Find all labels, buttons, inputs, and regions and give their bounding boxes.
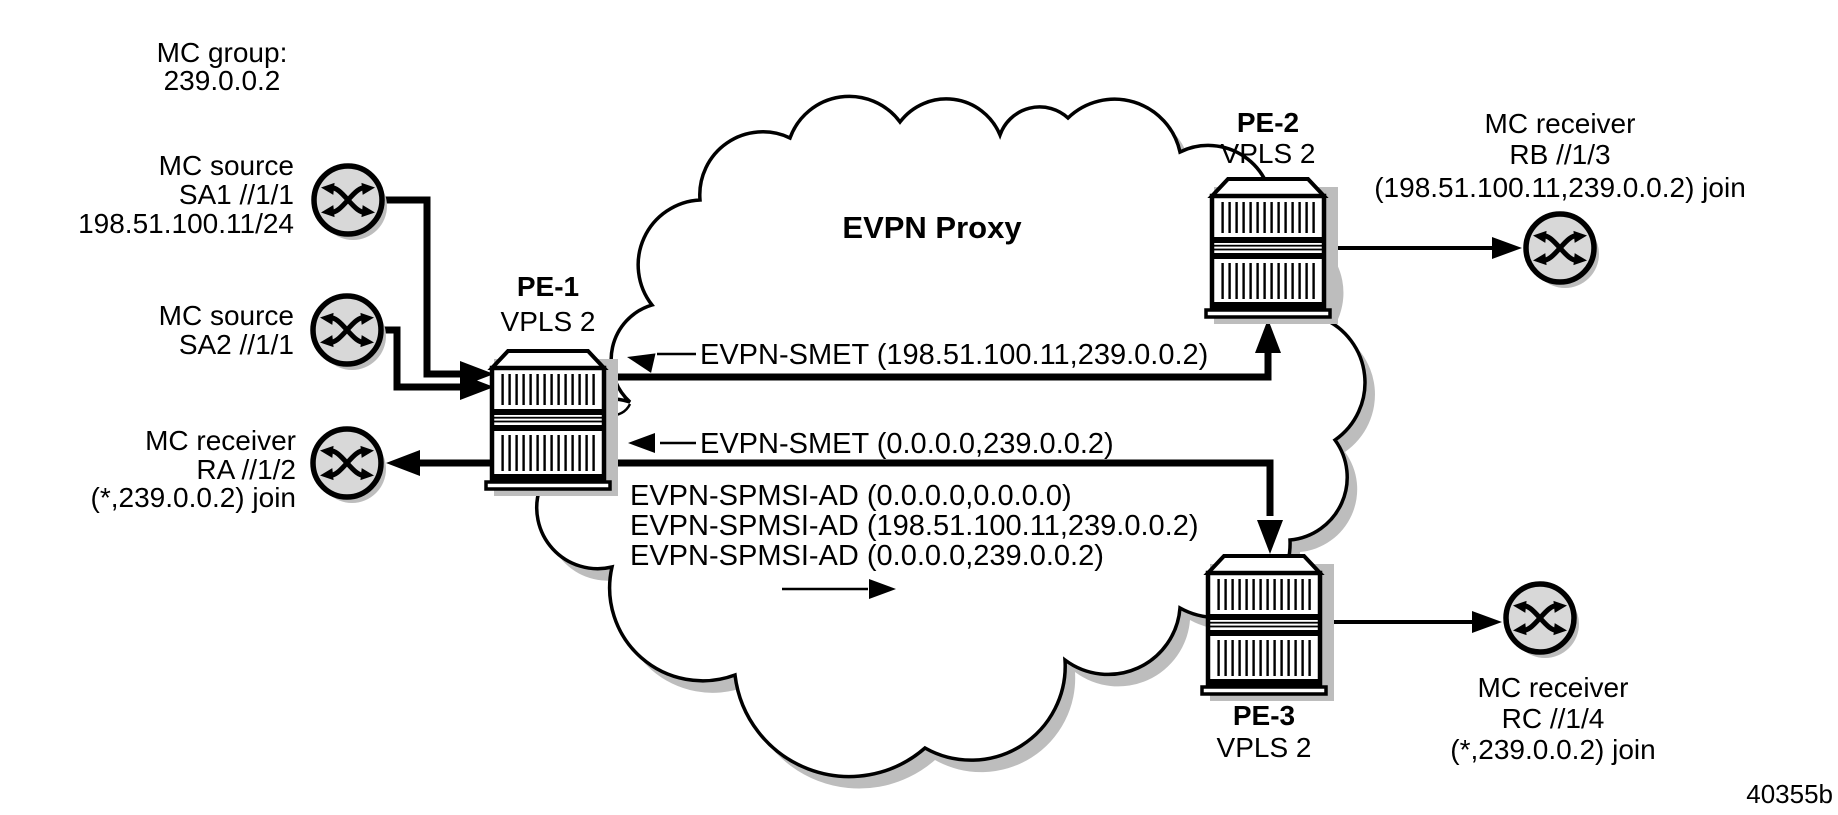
- rc-node-icon: [1506, 584, 1579, 658]
- spmsi-label-1: EVPN-SPMSI-AD (0.0.0.0,0.0.0.0): [630, 480, 1072, 512]
- mc-group-line2: 239.0.0.2: [164, 65, 281, 96]
- sa2-label: MC source SA2 //1/1: [159, 300, 294, 360]
- sa1-label-line3: 198.51.100.11/24: [78, 208, 294, 239]
- link-pe2-to-rb: [1324, 237, 1522, 259]
- rb-label: MC receiver RB //1/3 (198.51.100.11,239.…: [1374, 108, 1746, 203]
- ra-arrowhead: [386, 450, 420, 476]
- sa1-label-line1: MC source: [159, 150, 294, 181]
- router-pe1: [486, 351, 618, 496]
- spmsi-labels: EVPN-SPMSI-AD (0.0.0.0,0.0.0.0) EVPN-SPM…: [630, 480, 1199, 572]
- smet-s-arrow: [624, 347, 696, 373]
- pe2-service: VPLS 2: [1221, 138, 1316, 169]
- rb-label-line3: (198.51.100.11,239.0.0.2) join: [1374, 172, 1746, 203]
- rb-arrowhead: [1492, 237, 1522, 259]
- rb-node-icon: [1526, 214, 1599, 288]
- mc-group-label: MC group: 239.0.0.2: [157, 37, 288, 96]
- ra-label-line2: RA //1/2: [196, 454, 296, 485]
- sa1-node-icon: [314, 166, 387, 240]
- pe2-name: PE-2: [1237, 107, 1299, 138]
- sa2-node-icon: [313, 296, 386, 370]
- ra-label: MC receiver RA //1/2 (*,239.0.0.2) join: [91, 425, 296, 513]
- pe3-service: VPLS 2: [1217, 732, 1312, 763]
- link-sa1-to-pe1: [382, 196, 494, 387]
- link-sa2-to-pe1: [381, 326, 494, 400]
- smet-star-arrow: [628, 433, 696, 453]
- ra-label-line3: (*,239.0.0.2) join: [91, 482, 296, 513]
- pe3-label: PE-3 VPLS 2: [1217, 700, 1312, 763]
- rc-label-line1: MC receiver: [1478, 672, 1629, 703]
- pe2-label: PE-2 VPLS 2: [1221, 107, 1316, 169]
- sa2-label-line2: SA2 //1/1: [179, 329, 294, 360]
- cloud-outline: [535, 94, 1367, 779]
- pe1-service: VPLS 2: [501, 306, 596, 337]
- ra-label-line1: MC receiver: [145, 425, 296, 456]
- cloud-label: EVPN Proxy: [842, 210, 1022, 245]
- sa2-label-line1: MC source: [159, 300, 294, 331]
- rb-label-line1: MC receiver: [1485, 108, 1636, 139]
- rc-label: MC receiver RC //1/4 (*,239.0.0.2) join: [1450, 672, 1655, 765]
- link-pe1-to-ra-and-pe3: [386, 450, 1283, 554]
- ra-node-icon: [313, 429, 386, 503]
- rc-label-line3: (*,239.0.0.2) join: [1450, 734, 1655, 765]
- link-pe3-to-rc: [1320, 611, 1502, 633]
- mc-group-line1: MC group:: [157, 37, 288, 68]
- spmsi-label-3: EVPN-SPMSI-AD (0.0.0.0,239.0.0.2): [630, 540, 1104, 572]
- spmsi-direction-arrow: [782, 579, 896, 599]
- smet-star-label: EVPN-SMET (0.0.0.0,239.0.0.2): [700, 428, 1114, 460]
- pe3-name: PE-3: [1233, 700, 1295, 731]
- pe1-label: PE-1 VPLS 2: [501, 271, 596, 337]
- spmsi-label-2: EVPN-SPMSI-AD (198.51.100.11,239.0.0.2): [630, 510, 1199, 542]
- router-pe3: [1202, 556, 1334, 701]
- evpn-proxy-cloud: [535, 94, 1375, 789]
- rc-arrowhead: [1472, 611, 1502, 633]
- sa1-label: MC source SA1 //1/1 198.51.100.11/24: [78, 150, 294, 239]
- link-pe1-to-pe2: [604, 319, 1281, 381]
- rb-label-line2: RB //1/3: [1509, 139, 1610, 170]
- smet-s-label: EVPN-SMET (198.51.100.11,239.0.0.2): [700, 339, 1208, 371]
- figure-reference: 40355b: [1746, 779, 1833, 809]
- pe1-name: PE-1: [517, 271, 579, 302]
- rc-label-line2: RC //1/4: [1502, 703, 1605, 734]
- router-pe2: [1206, 179, 1338, 324]
- sa1-label-line2: SA1 //1/1: [179, 179, 294, 210]
